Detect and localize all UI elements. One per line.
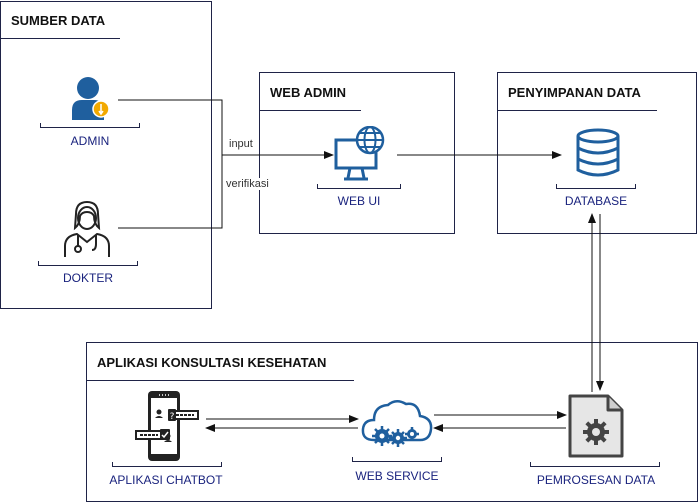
group-aplikasi-konsultasi-title: APLIKASI KONSULTASI KESEHATAN bbox=[97, 355, 327, 370]
database-label: DATABASE bbox=[564, 194, 628, 208]
group-aplikasi-konsultasi bbox=[86, 342, 698, 502]
pemrosesan-data-label: PEMROSESAN DATA bbox=[536, 473, 656, 487]
chatbot-phone-icon: ? bbox=[135, 391, 199, 461]
web-service-underline bbox=[352, 461, 442, 462]
dokter-label: DOKTER bbox=[62, 271, 113, 285]
group-penyimpanan-data-title: PENYIMPANAN DATA bbox=[508, 85, 641, 100]
pemrosesan-data-document-gear-icon bbox=[568, 394, 624, 458]
group-web-admin bbox=[259, 72, 455, 234]
edge-dokter-webui bbox=[118, 155, 223, 229]
group-sumber-data bbox=[0, 1, 212, 309]
database-underline bbox=[556, 188, 636, 189]
doctor-icon bbox=[64, 200, 110, 257]
admin-user-icon bbox=[72, 77, 110, 120]
web-ui-underline bbox=[317, 188, 401, 189]
group-penyimpanan-data-underline bbox=[497, 110, 657, 111]
web-service-label: WEB SERVICE bbox=[355, 469, 439, 483]
web-ui-monitor-icon bbox=[334, 126, 385, 181]
admin-underline bbox=[40, 127, 140, 128]
group-sumber-data-title: SUMBER DATA bbox=[11, 13, 106, 28]
group-penyimpanan-data bbox=[497, 72, 697, 234]
web-service-cloud-icon bbox=[361, 400, 433, 447]
dokter-underline bbox=[38, 265, 138, 266]
edge-label-verifikasi: verifikasi bbox=[226, 178, 269, 190]
group-aplikasi-konsultasi-underline bbox=[86, 380, 354, 381]
database-icon bbox=[576, 128, 620, 177]
aplikasi-chatbot-label: APLIKASI CHATBOT bbox=[109, 473, 223, 487]
edge-admin-webui bbox=[118, 99, 334, 159]
admin-label: ADMIN bbox=[70, 134, 110, 148]
group-web-admin-title: WEB ADMIN bbox=[270, 85, 347, 100]
web-ui-label: WEB UI bbox=[337, 194, 381, 208]
aplikasi-chatbot-underline bbox=[112, 466, 222, 467]
group-sumber-data-underline bbox=[0, 38, 120, 39]
edge-label-input: input bbox=[229, 138, 253, 150]
group-web-admin-underline bbox=[259, 110, 361, 111]
pemrosesan-data-underline bbox=[530, 466, 660, 467]
svg-text:?: ? bbox=[170, 412, 175, 422]
